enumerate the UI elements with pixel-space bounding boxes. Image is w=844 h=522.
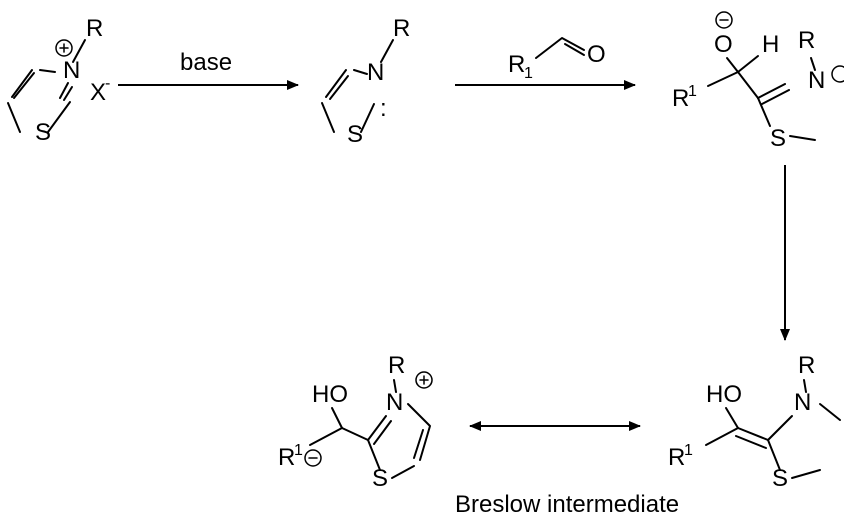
r1-superscript: 1 [684, 442, 693, 459]
r1-group: R [508, 51, 525, 78]
sulfur-atom: S [770, 125, 786, 152]
r-group: R [393, 15, 410, 42]
positive-charge-icon [415, 371, 433, 389]
r-group: R [388, 352, 405, 379]
r-group: R [86, 15, 103, 42]
nitrogen-atom: N [63, 57, 80, 84]
sulfur-atom: S [35, 119, 51, 146]
hydroxyl-group: HO [312, 381, 348, 408]
reagent-base: base [180, 49, 232, 76]
nitrogen-atom: N [794, 389, 811, 416]
nitrogen-atom: N [386, 389, 403, 416]
thiazolylidene-carbene: N S R : [321, 15, 410, 148]
positive-charge-icon [831, 65, 844, 83]
oxygen-atom: O [714, 31, 733, 58]
thiazolium-salt: N S R X - [7, 15, 110, 146]
r1-group: R [672, 85, 689, 112]
hydroxyl-group: HO [706, 381, 742, 408]
breslow-zwitterion: HO R 1 N R S [278, 352, 433, 492]
carbene-lone-pair: : [380, 95, 387, 122]
aldehyde-reagent: R 1 O [508, 37, 606, 82]
positive-charge-icon [55, 39, 73, 57]
r1-subscript: 1 [524, 65, 533, 82]
sulfur-atom: S [772, 465, 788, 492]
negative-charge-icon [304, 449, 322, 467]
nitrogen-atom: N [367, 59, 384, 86]
r1-superscript: 1 [294, 442, 303, 459]
breslow-enaminol: HO R 1 N R S [668, 352, 841, 492]
alkoxide-adduct: O H R R 1 S N [672, 11, 844, 152]
r-group: R [798, 352, 815, 379]
sulfur-atom: S [372, 465, 388, 492]
nitrogen-atom: N [808, 67, 825, 94]
r1-group: R [278, 444, 295, 471]
oxygen-atom: O [587, 41, 606, 68]
r1-superscript: 1 [688, 83, 697, 100]
breslow-caption: Breslow intermediate [455, 491, 679, 518]
counterion: X [90, 79, 106, 106]
sulfur-atom: S [347, 121, 363, 148]
negative-charge-icon [715, 11, 733, 29]
r1-group: R [668, 444, 685, 471]
counterion-charge: - [105, 75, 110, 92]
r-group: R [798, 27, 815, 54]
hydrogen-atom: H [762, 31, 779, 58]
